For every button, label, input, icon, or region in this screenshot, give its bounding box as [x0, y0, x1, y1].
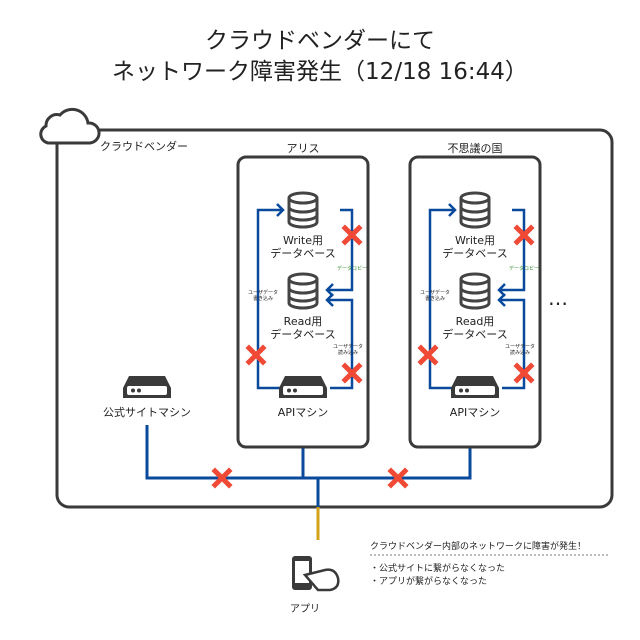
- read-flow-label: 読み込み: [510, 349, 530, 356]
- panel-title: 不思議の国: [448, 141, 503, 155]
- server-icon: [123, 376, 171, 398]
- server-icon: [279, 376, 327, 398]
- read-flow-label: ユーザデータ: [505, 343, 535, 350]
- smartphone-icon: [292, 556, 340, 592]
- more-ellipsis: …: [548, 286, 568, 310]
- public-server-label: 公式サイトマシン: [103, 406, 191, 419]
- write-db-label: Write用: [283, 234, 323, 247]
- write-db-label: データベース: [442, 246, 507, 260]
- title-line2: ネットワーク障害発生（12/18 16:44）: [112, 59, 528, 85]
- api-label: APIマシン: [450, 406, 500, 419]
- read-flow-label: 読み込み: [338, 349, 358, 356]
- cloud-icon: [39, 107, 101, 145]
- write-db-label: Write用: [455, 234, 495, 247]
- read-db-label: Read用: [284, 315, 323, 328]
- note-heading: クラウドベンダー内部のネットワークに障害が発生！: [370, 540, 586, 552]
- read-db-label: Read用: [456, 315, 495, 328]
- app-label: アプリ: [290, 603, 320, 615]
- cloud-vendor-box: [55, 128, 614, 509]
- read-db-label: データベース: [442, 327, 507, 341]
- panel-alice: アリス Write用 データベース Read用 データベース APIマシン ユー…: [236, 142, 370, 449]
- copy-flow-label: データコピー: [337, 265, 367, 272]
- panel-title: アリス: [287, 142, 320, 155]
- title-line1: クラウドベンダーにて: [205, 28, 435, 54]
- api-label: APIマシン: [278, 406, 328, 419]
- write-db-label: データベース: [270, 246, 335, 260]
- write-flow-label: ユーザデータ: [420, 289, 450, 296]
- server-icon: [451, 376, 499, 398]
- read-db-label: データベース: [270, 327, 335, 341]
- note-item: ・アプリが繋がらなくなった: [370, 575, 487, 587]
- read-flow-label: ユーザデータ: [333, 343, 363, 350]
- write-flow-label: 書き込み: [425, 295, 445, 302]
- copy-flow-label: データコピー: [509, 265, 539, 272]
- note-item: ・公式サイトに繋がらなくなった: [370, 562, 505, 574]
- write-flow-label: ユーザデータ: [248, 289, 278, 296]
- cloud-label: クラウドベンダー: [100, 139, 188, 153]
- panel-wonderland: 不思議の国 Write用 データベース Read用 データベース APIマシン …: [408, 141, 542, 449]
- write-flow-label: 書き込み: [253, 295, 273, 302]
